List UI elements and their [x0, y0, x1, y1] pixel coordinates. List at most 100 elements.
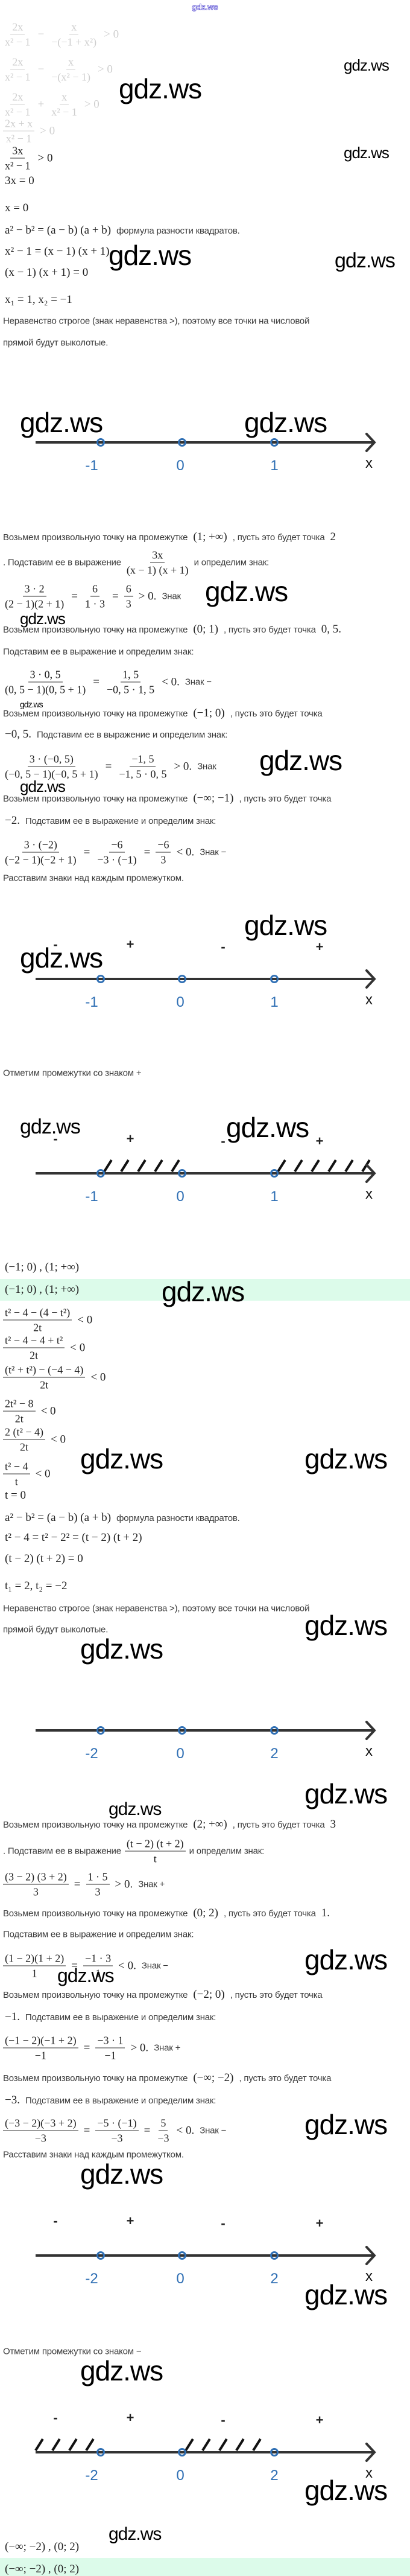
hatch-mark — [68, 2438, 78, 2452]
denominator: (2 − 1)(2 + 1) — [5, 598, 65, 610]
solution-line: Отметим промежутки со знаком − — [1, 2347, 143, 2357]
open-point — [270, 1169, 279, 1178]
open-point — [178, 975, 186, 983]
open-point — [178, 438, 186, 447]
text: Подставим ее в выражение и определим зна… — [25, 2012, 216, 2023]
open-point — [96, 1169, 105, 1178]
numerator: 6 — [90, 582, 99, 597]
axis-label: x — [365, 2465, 373, 2481]
fraction: (t² + t²) − (−4 − 4)2t — [3, 1363, 86, 1392]
math-expression: = — [112, 590, 119, 602]
math-expression: (−1; 0) , (1; +∞) — [5, 1261, 80, 1274]
numerator: 2x — [10, 56, 25, 70]
watermark: gdz.ws — [119, 73, 202, 104]
denominator: 1 · 3 — [85, 598, 105, 610]
text: , пусть это будет точка — [224, 624, 316, 635]
fraction: (1 − 2)(1 + 2)1 — [3, 1952, 66, 1980]
hatch-mark — [137, 1159, 147, 1173]
watermark: gdz.ws — [244, 910, 327, 941]
fraction: 3 · 0, 5(0, 5 − 1)(0, 5 + 1) — [3, 668, 87, 697]
text: Знак — [197, 761, 216, 772]
math-expression: a² − b² = (a − b) (a + b) — [5, 224, 112, 237]
interval-sign: + — [127, 2410, 134, 2425]
answer-line: (−∞; −2) , (0; 2) — [1, 2563, 83, 2576]
math-expression: > 0. — [130, 2041, 149, 2054]
math-expression: = — [144, 2124, 151, 2137]
solution-line: Расставим знаки над каждым промежутком. — [1, 873, 186, 884]
denominator: 2t — [14, 1412, 24, 1425]
denominator: x² − 1 — [51, 106, 77, 118]
text: и определим знак: — [194, 557, 270, 568]
hatch-mark — [51, 2438, 61, 2452]
solution-line: 3 · (−0, 5)(−0, 5 − 1)(−0, 5 + 1)=−1, 5−… — [1, 753, 218, 781]
open-point — [178, 1726, 186, 1735]
denominator: (0, 5 − 1)(0, 5 + 1) — [5, 683, 86, 696]
denominator: (−2 − 1)(−2 + 1) — [5, 853, 77, 866]
point-label: -1 — [85, 457, 98, 474]
solution-line: . Подставим ее в выражение(t − 2) (t + 2… — [1, 1837, 266, 1866]
site-header-logo: gdz.ws — [192, 2, 218, 12]
fraction: (t − 2) (t + 2)t — [124, 1837, 186, 1866]
hatch-mark — [252, 2438, 262, 2452]
watermark: gdz.ws — [344, 56, 390, 74]
text: Знак + — [154, 2042, 181, 2053]
text: Подставим ее в выражение и определим зна… — [3, 1929, 194, 1940]
denominator: 3 — [160, 853, 166, 866]
arrow-head-icon — [365, 1164, 376, 1183]
solution-line: Возьмем произвольную точку на промежутке… — [1, 792, 333, 805]
math-expression: (2; +∞) — [193, 1818, 227, 1831]
math-expression: < 0. — [162, 675, 180, 688]
solution-line: (t − 2) (t + 2) = 0 — [1, 1552, 87, 1566]
hatch-mark — [294, 1159, 303, 1173]
denominator: 2t — [33, 1321, 42, 1334]
solution-line: Подставим ее в выражение и определим зна… — [1, 647, 195, 657]
math-expression: x = 0 — [5, 202, 29, 214]
watermark: gdz.ws — [205, 576, 288, 607]
math-expression: + — [37, 98, 45, 110]
text: Подставим ее в выражение и определим зна… — [25, 2095, 216, 2106]
numerator: (−3 − 2)(−3 + 2) — [3, 2117, 78, 2131]
text: , пусть это будет точка — [232, 532, 325, 543]
watermark: gdz.ws — [109, 240, 192, 271]
math-expression: 3 — [330, 1818, 336, 1831]
math-expression: (−∞; −2) , (0; 2) — [5, 2563, 80, 2575]
hatch-mark — [327, 1159, 337, 1173]
numerator: −6 — [156, 838, 171, 853]
open-point — [96, 2251, 105, 2260]
text: Неравенство строгое (знак неравенства >)… — [3, 1603, 310, 1614]
point-label: -2 — [85, 2467, 98, 2484]
hatch-mark — [154, 1159, 163, 1173]
hatch-mark — [103, 1159, 113, 1173]
watermark: gdz.ws — [57, 1965, 115, 1986]
denominator: −3 — [34, 2132, 46, 2144]
fraction: 5−3 — [156, 2117, 171, 2145]
solution-line: Возьмем произвольную точку на промежутке… — [1, 1907, 333, 1920]
denominator: −3 — [111, 2132, 123, 2144]
solution-line: Возьмем произвольную точку на промежутке… — [1, 707, 324, 720]
math-expression: (−∞; −1) — [193, 792, 234, 805]
numerator: 2x — [10, 91, 25, 105]
solution-line: Возьмем произвольную точку на промежутке… — [1, 1818, 339, 1831]
denominator: x² − 1 — [5, 159, 31, 172]
math-expression: (1; +∞) — [193, 531, 227, 543]
numerator: 3 · (−2) — [22, 838, 59, 853]
solution-line: x₁ = 1, x₂ = −1 — [1, 293, 76, 307]
math-expression: (0; 2) — [193, 1907, 218, 1919]
math-expression: < 0 — [40, 1404, 56, 1417]
solution-line: (−∞; −2) , (0; 2) — [1, 2540, 83, 2554]
math-expression: = — [144, 846, 151, 858]
watermark: gdz.ws — [20, 610, 66, 628]
math-expression: > 0 — [37, 151, 53, 164]
open-point — [96, 438, 105, 447]
numerator: x — [60, 91, 69, 105]
